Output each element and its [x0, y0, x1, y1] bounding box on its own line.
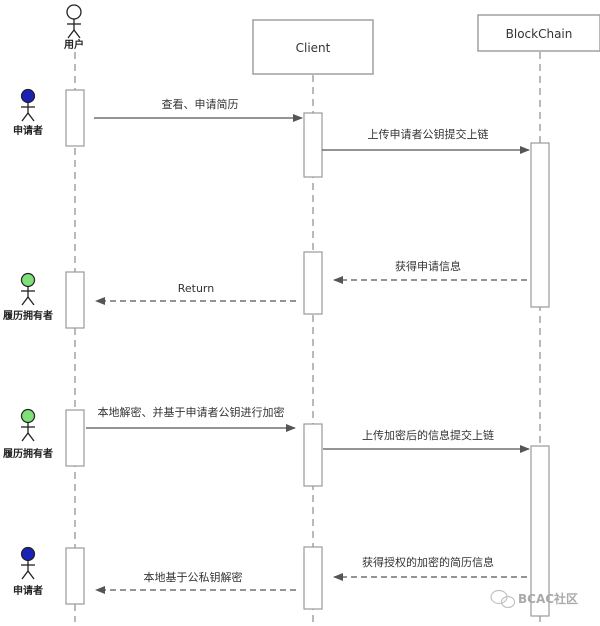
applicant-label: 申请者 — [13, 124, 43, 137]
blockchain-activation — [530, 445, 550, 617]
applicant-label: 申请者 — [13, 584, 43, 597]
owner-actor-icon — [20, 408, 36, 442]
applicant-actor-icon — [20, 546, 36, 580]
user-activation — [65, 409, 85, 467]
owner-label: 履历拥有者 — [2, 447, 53, 460]
applicant-actor-icon — [20, 88, 36, 122]
user-activation — [65, 547, 85, 605]
client-activation — [303, 251, 323, 315]
client-header-box — [252, 19, 374, 75]
message-label: 本地解密、并基于申请者公钥进行加密 — [98, 405, 285, 419]
blockchain-activation — [530, 142, 550, 308]
user-activation — [65, 89, 85, 147]
client-activation — [303, 423, 323, 487]
message-label: 上传加密后的信息提交上链 — [362, 428, 494, 442]
watermark-label: BCAC社区 — [518, 591, 578, 606]
owner-label: 履历拥有者 — [2, 309, 53, 322]
user-activation — [65, 271, 85, 329]
client-header-label: Client — [296, 41, 331, 55]
message-label: 本地基于公私钥解密 — [144, 570, 243, 584]
blockchain-header-box — [477, 14, 600, 52]
blockchain-header-label: BlockChain — [506, 27, 573, 41]
message-label: 获得申请信息 — [395, 259, 461, 273]
message-label: Return — [178, 282, 215, 295]
client-activation — [303, 112, 323, 178]
message-label: 查看、申请简历 — [162, 97, 239, 111]
owner-actor-icon — [20, 272, 36, 306]
user-actor-icon — [66, 4, 82, 39]
message-label: 获得授权的加密的简历信息 — [362, 555, 494, 569]
user-actor-label: 用户 — [63, 38, 84, 51]
message-label: 上传申请者公钥提交上链 — [368, 127, 489, 141]
wechat-watermark-icon — [490, 589, 516, 609]
client-activation — [303, 546, 323, 610]
